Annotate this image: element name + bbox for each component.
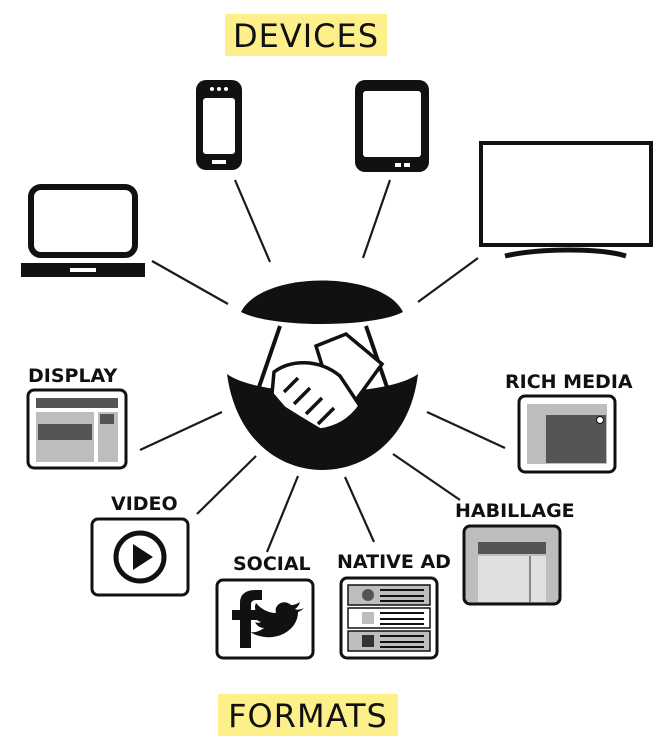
smartphone-home [212, 160, 226, 164]
video-label: VIDEO [111, 493, 178, 515]
handshake-fingers [282, 376, 336, 426]
native-ad-label: NATIVE AD [337, 551, 451, 573]
devices-heading: DEVICES [225, 14, 387, 56]
display-label: DISPLAY [28, 365, 117, 387]
native-ad-thumb-3 [362, 635, 374, 647]
play-icon [133, 544, 153, 570]
rich-media-overlay [546, 415, 606, 463]
connector-smartphone [233, 179, 272, 263]
habillage-page [478, 556, 546, 602]
smartphone-icon [196, 80, 242, 170]
handshake-top-cap [241, 280, 403, 324]
handshake-left-cuff [256, 325, 282, 391]
tablet-icon [355, 80, 429, 172]
formats-heading: FORMATS [218, 694, 398, 736]
laptop-screen [28, 184, 138, 258]
connector-video [196, 455, 257, 515]
video-play-circle [113, 530, 167, 584]
smartphone-screen [203, 98, 235, 154]
facebook-icon [232, 590, 262, 648]
habillage-label: HABILLAGE [455, 500, 575, 522]
connector-lines [139, 179, 506, 553]
formats-heading-highlight [218, 694, 398, 736]
format-rich-media: RICH MEDIA [505, 371, 633, 474]
formats-heading-text: FORMATS [228, 697, 388, 735]
format-video: VIDEO [90, 493, 190, 597]
smartphone-camera [210, 87, 214, 91]
connector-rich-media [426, 411, 506, 449]
tv-stand [504, 247, 627, 259]
format-social: SOCIAL [215, 553, 315, 660]
connector-tv [417, 257, 479, 303]
connector-display [139, 411, 223, 451]
social-label: SOCIAL [233, 553, 311, 575]
connector-social [265, 475, 300, 553]
smartphone-sensor-2 [224, 87, 228, 91]
laptop-trackpad [70, 268, 96, 272]
devices-heading-text: DEVICES [233, 17, 379, 55]
tv-icon [479, 141, 653, 259]
close-icon [596, 416, 604, 424]
tablet-button-2 [404, 163, 410, 167]
tablet-screen [363, 91, 421, 157]
handshake-icon [227, 280, 418, 470]
rich-media-label: RICH MEDIA [505, 371, 633, 393]
tv-screen [479, 141, 653, 247]
devices-heading-highlight [225, 14, 387, 56]
display-sidebar [98, 412, 118, 462]
laptop-icon [21, 184, 145, 277]
display-banner [36, 398, 118, 408]
display-block [38, 424, 92, 440]
tablet-button-1 [395, 163, 401, 167]
display-sidebar-ad [100, 414, 114, 424]
connector-habillage [392, 453, 461, 501]
format-native-ad: NATIVE AD [337, 551, 451, 660]
connector-laptop [151, 260, 229, 305]
native-ad-thumb-1 [362, 589, 374, 601]
habillage-header [478, 542, 546, 554]
connector-native-ad [343, 476, 376, 543]
native-ad-thumb-2 [362, 612, 374, 624]
format-habillage: HABILLAGE [455, 500, 575, 606]
twitter-icon [250, 602, 304, 638]
connector-tablet [361, 179, 392, 259]
smartphone-sensor-1 [217, 87, 221, 91]
format-display: DISPLAY [26, 365, 128, 470]
